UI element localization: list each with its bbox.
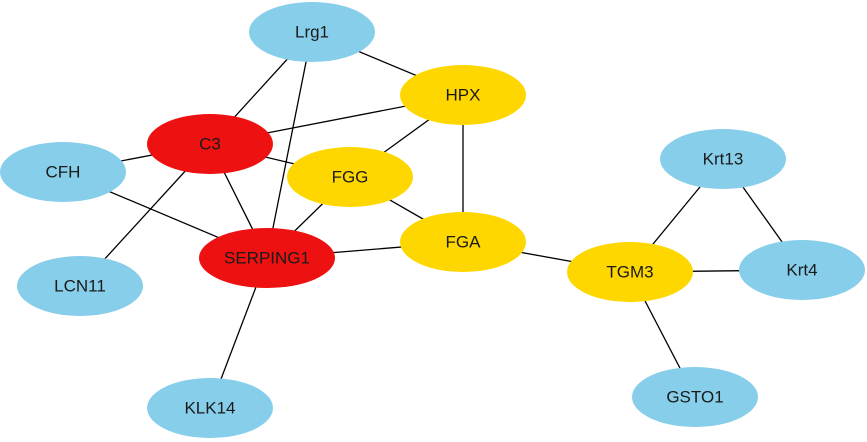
node-gsto1[interactable]: GSTO1: [632, 367, 758, 427]
node-krt13[interactable]: Krt13: [660, 129, 786, 189]
node-label-serping1: SERPING1: [224, 249, 310, 268]
node-lrg1[interactable]: Lrg1: [249, 2, 375, 62]
node-shape-fgg: [287, 147, 413, 207]
node-label-krt13: Krt13: [703, 150, 744, 169]
node-shape-cfh: [0, 142, 126, 202]
node-shape-krt13: [660, 129, 786, 189]
node-label-gsto1: GSTO1: [666, 388, 723, 407]
node-tgm3[interactable]: TGM3: [567, 242, 693, 302]
node-krt4[interactable]: Krt4: [739, 240, 865, 300]
node-label-cfh: CFH: [46, 163, 81, 182]
node-shape-klk14: [147, 378, 273, 438]
node-shape-lrg1: [249, 2, 375, 62]
node-shape-serping1: [199, 228, 335, 288]
node-fga[interactable]: FGA: [400, 212, 526, 272]
node-cfh[interactable]: CFH: [0, 142, 126, 202]
node-klk14[interactable]: KLK14: [147, 378, 273, 438]
node-fgg[interactable]: FGG: [287, 147, 413, 207]
node-shape-gsto1: [632, 367, 758, 427]
node-shape-lcn11: [17, 256, 143, 316]
node-label-fgg: FGG: [332, 168, 369, 187]
node-shape-hpx: [400, 65, 526, 125]
node-label-c3: C3: [199, 135, 221, 154]
node-shape-fga: [400, 212, 526, 272]
node-hpx[interactable]: HPX: [400, 65, 526, 125]
node-label-tgm3: TGM3: [606, 263, 653, 282]
node-serping1[interactable]: SERPING1: [199, 228, 335, 288]
node-shape-krt4: [739, 240, 865, 300]
node-label-lrg1: Lrg1: [295, 23, 329, 42]
edge-lrg1-serping1: [266, 31, 313, 259]
node-label-lcn11: LCN11: [54, 277, 106, 296]
node-c3[interactable]: C3: [147, 114, 273, 174]
node-label-krt4: Krt4: [786, 261, 817, 280]
node-label-fga: FGA: [446, 233, 482, 252]
node-shape-c3: [147, 114, 273, 174]
node-lcn11[interactable]: LCN11: [17, 256, 143, 316]
node-label-hpx: HPX: [446, 86, 481, 105]
node-shape-tgm3: [567, 242, 693, 302]
node-label-klk14: KLK14: [184, 399, 235, 418]
